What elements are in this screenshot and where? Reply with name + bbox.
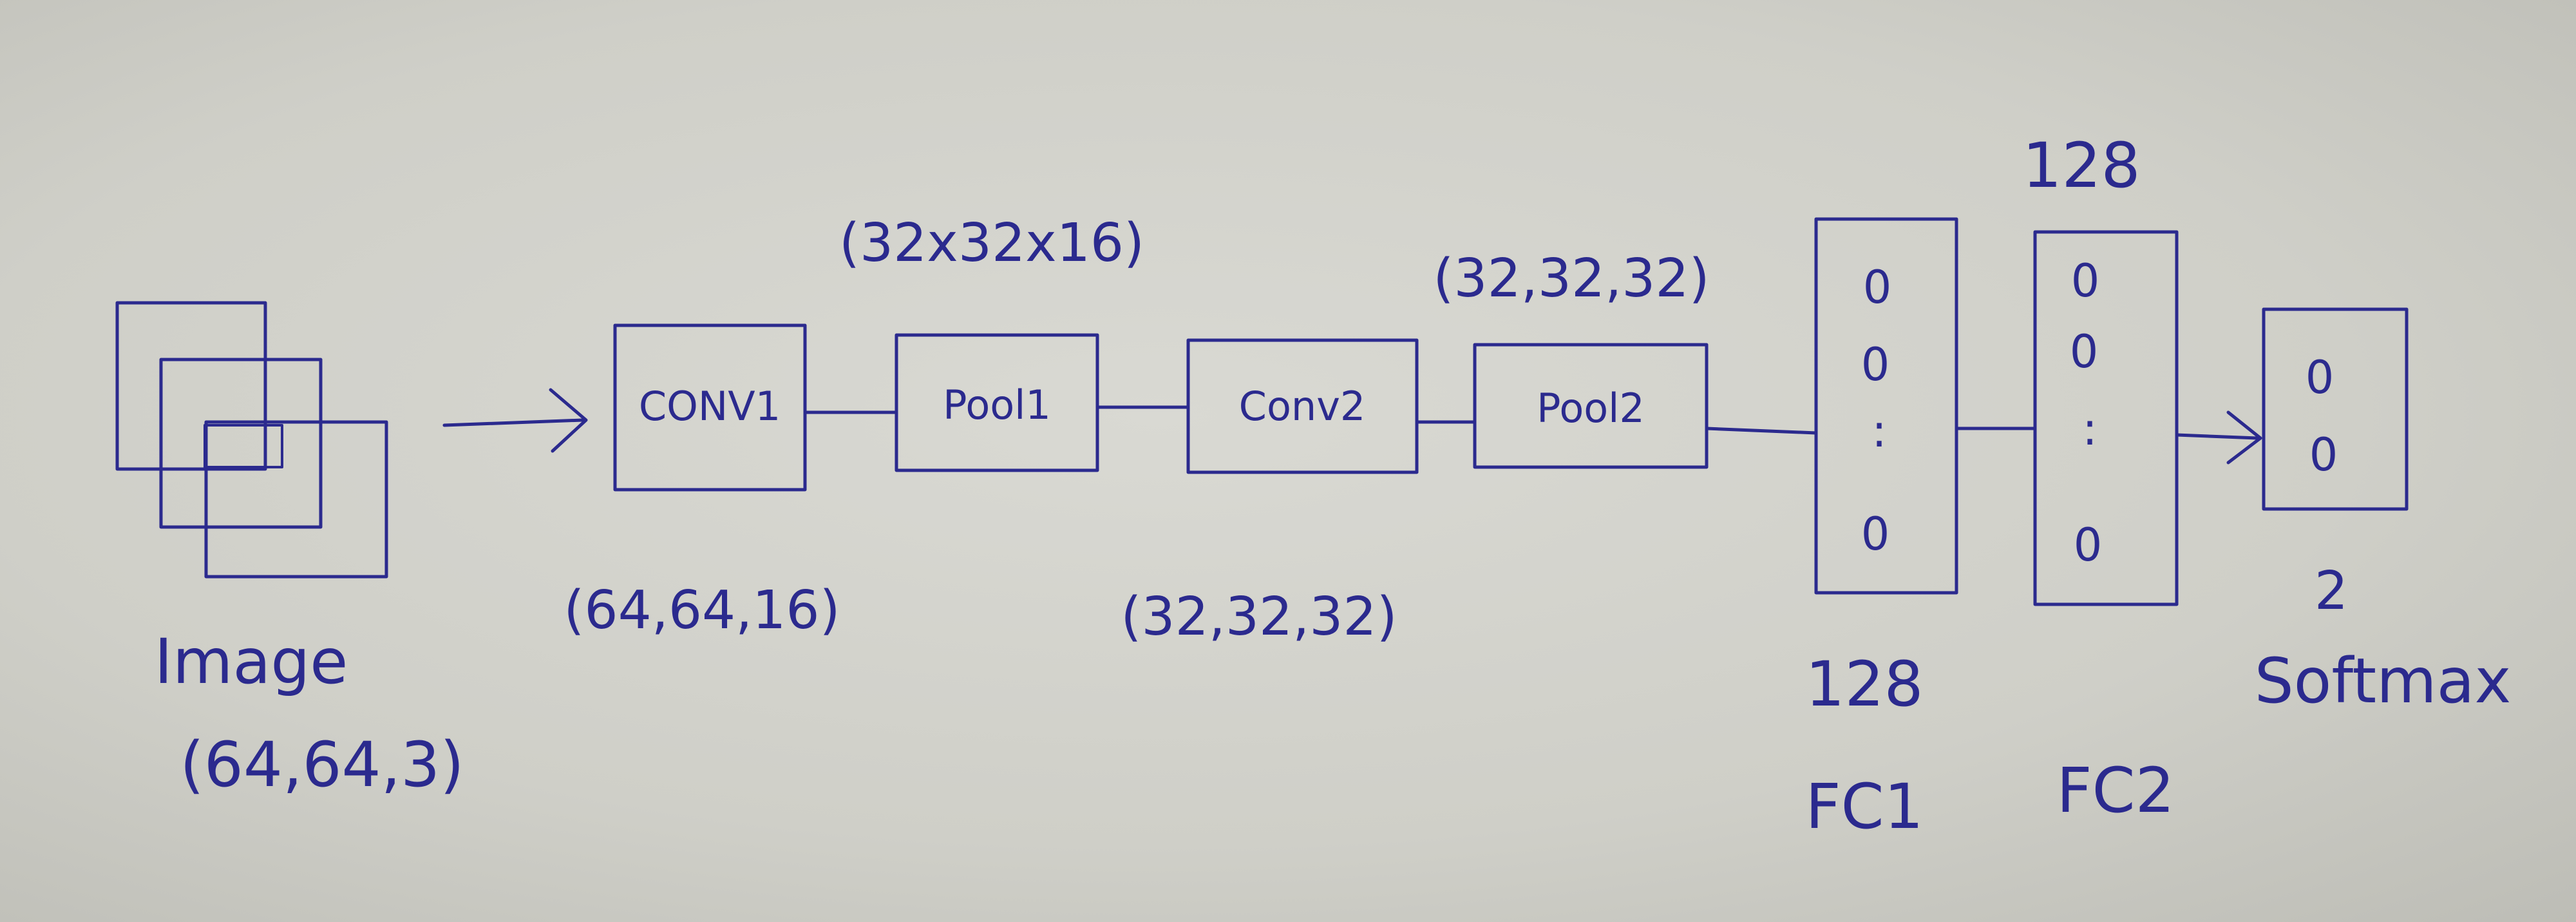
pool2-box bbox=[1473, 343, 1709, 469]
input-shape: (64,64,3) bbox=[180, 729, 464, 801]
conv2-box bbox=[1186, 338, 1419, 474]
fc2-box bbox=[2033, 230, 2179, 606]
fc2-dots: : bbox=[2082, 403, 2098, 456]
fc1-size: 128 bbox=[1805, 648, 1923, 720]
softmax-box bbox=[2262, 307, 2409, 511]
image-frame-front bbox=[204, 420, 388, 579]
input-image-stack-icon bbox=[115, 301, 388, 579]
pool2-shape: (32,32,32) bbox=[1433, 248, 1709, 309]
fc2-size: 128 bbox=[2022, 130, 2140, 202]
softmax-node-1: 0 bbox=[2306, 351, 2334, 404]
softmax-label: Softmax bbox=[2255, 645, 2512, 717]
input-label: Image bbox=[155, 626, 348, 698]
fc2-label: FC2 bbox=[2056, 754, 2174, 827]
conv1-box bbox=[613, 323, 807, 492]
conv2-label: Conv2 bbox=[1239, 383, 1366, 430]
fc1-node-3: 0 bbox=[1861, 508, 1890, 561]
fc2-node-2: 0 bbox=[2070, 325, 2099, 378]
pool1-label: Pool1 bbox=[943, 381, 1051, 428]
fc1-node-1: 0 bbox=[1863, 261, 1892, 314]
conv1-shape: (64,64,16) bbox=[564, 580, 840, 641]
connector-pool2-fc1 bbox=[1705, 427, 1818, 435]
conv2-shape: (32,32,32) bbox=[1121, 586, 1397, 648]
conv1-label: CONV1 bbox=[639, 383, 781, 430]
image-frame-middle bbox=[159, 358, 323, 529]
pool1-box bbox=[895, 333, 1099, 472]
fc1-dots: : bbox=[1871, 405, 1887, 457]
pool2-label: Pool2 bbox=[1537, 385, 1645, 432]
input-arrow bbox=[442, 388, 588, 453]
image-frame-inner bbox=[204, 424, 283, 468]
image-frame-back bbox=[115, 301, 267, 471]
fc2-node-3: 0 bbox=[2074, 519, 2103, 571]
fc1-node-2: 0 bbox=[1861, 338, 1890, 391]
fc2-node-1: 0 bbox=[2071, 255, 2100, 307]
pool1-shape: (32x32x16) bbox=[839, 213, 1144, 274]
softmax-node-2: 0 bbox=[2309, 428, 2338, 481]
output-arrow bbox=[2175, 410, 2262, 465]
softmax-size: 2 bbox=[2315, 561, 2348, 622]
fc1-box bbox=[1814, 217, 1958, 595]
fc1-label: FC1 bbox=[1805, 771, 1923, 843]
